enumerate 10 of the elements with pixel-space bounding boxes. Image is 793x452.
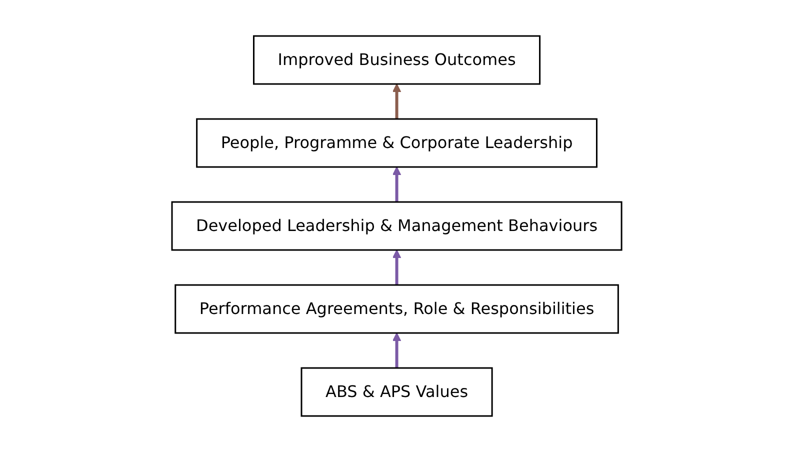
arrow xyxy=(392,332,401,368)
node-box xyxy=(174,284,619,334)
arrow xyxy=(392,166,401,202)
arrow xyxy=(392,250,401,285)
node-box xyxy=(170,201,622,251)
node-box xyxy=(252,35,540,85)
arrow xyxy=(392,84,401,119)
node-box xyxy=(300,367,493,417)
flowchart: Improved Business Outcomes People, Programme & Corporate Leadership Developed Leadership & Management Behaviours Performance Agreements, Role & Responsibilities ABS & APS Values xyxy=(164,28,630,424)
node-box xyxy=(196,118,598,168)
